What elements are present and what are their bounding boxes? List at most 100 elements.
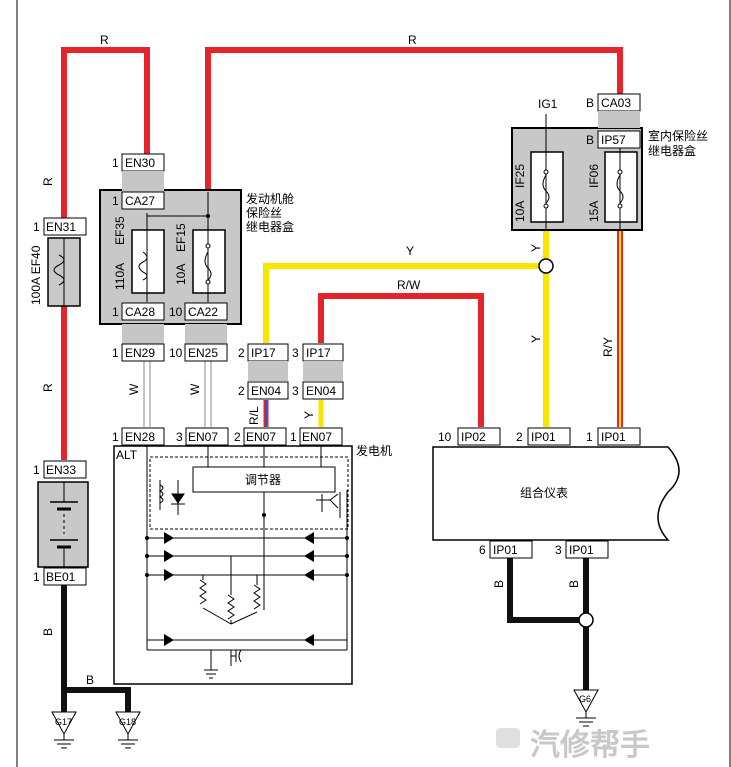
svg-text:EN30: EN30: [125, 156, 155, 170]
svg-text:1: 1: [290, 430, 297, 444]
fuse-if06: [604, 151, 638, 223]
if25-rating: 10A: [513, 201, 527, 222]
if06-rating: 15A: [587, 201, 601, 222]
instrument-cluster: [432, 446, 680, 541]
watermark: 汽修帮手: [496, 728, 650, 763]
wire-label-r-3: R: [41, 177, 55, 186]
ground-g17: G17: [51, 711, 77, 749]
connector-ip17-3: 3 IP17: [292, 343, 344, 381]
ef15-name: EF15: [174, 223, 188, 252]
connector-en04-3: 3 EN04: [292, 381, 344, 400]
connector-en30: 1 EN30: [112, 153, 165, 191]
fuse-ef15-symbol: [204, 251, 212, 281]
svg-text:EN33: EN33: [46, 463, 76, 477]
wire-r-top: [205, 47, 623, 192]
svg-text:1: 1: [33, 220, 40, 234]
ef15-rating: 10A: [174, 264, 188, 285]
svg-text:3: 3: [292, 346, 299, 360]
svg-text:1: 1: [33, 570, 40, 584]
svg-text:CA27: CA27: [125, 194, 155, 208]
wire-y-top: [263, 263, 546, 343]
white-wires: [143, 360, 212, 427]
wire-label-y-upper: Y: [529, 244, 543, 252]
svg-text:2: 2: [238, 384, 245, 398]
wire-label-y-vert: Y: [529, 335, 543, 343]
alternator-label: 发电机: [356, 443, 392, 458]
svg-text:B: B: [586, 96, 594, 110]
wire-label-w-1: W: [127, 383, 141, 395]
ground-g6: G6: [573, 689, 599, 727]
connector-en07-2: 2 EN07: [234, 427, 287, 446]
svg-text:EN28: EN28: [125, 430, 155, 444]
splice-b: [578, 612, 594, 628]
wire-label-y-small: Y: [302, 411, 316, 419]
svg-text:1: 1: [586, 430, 593, 444]
fuse-ef35-symbol: [138, 251, 148, 281]
connector-ip01-6: 6 IP01: [479, 540, 533, 559]
svg-text:1: 1: [112, 305, 119, 319]
connector-ca03: B CA03: [586, 93, 641, 128]
connector-ca22: 10 CA22: [169, 302, 228, 321]
engine-box-label-1: 发动机舱: [246, 191, 294, 206]
svg-text:EN04: EN04: [251, 384, 281, 398]
svg-text:CA28: CA28: [125, 305, 155, 319]
svg-text:EN25: EN25: [188, 346, 218, 360]
wire-label-b-3: B: [492, 580, 506, 588]
regulator-label: 调节器: [245, 473, 281, 487]
connector-en07-3: 3 EN07: [176, 427, 229, 446]
ef35-name: EF35: [113, 216, 127, 245]
fuse-ef35: [131, 229, 165, 294]
ef35-rating: 110A: [113, 263, 127, 290]
ig1-label: IG1: [538, 97, 558, 111]
connector-ip01-2: 2 IP01: [516, 427, 571, 446]
svg-text:2: 2: [238, 346, 245, 360]
rectifier-diodes: [164, 532, 314, 646]
svg-text:10: 10: [169, 346, 183, 360]
cluster-label: 组合仪表: [520, 485, 568, 500]
ef40-label: 100A EF40: [29, 245, 43, 305]
ground-g18: G18: [115, 711, 141, 749]
connector-ip01-1: 1 IP01: [586, 427, 641, 446]
svg-text:B: B: [586, 133, 594, 147]
svg-text:IP01: IP01: [601, 430, 626, 444]
wire-r-left-loop: [61, 47, 150, 218]
wire-label-w-2: W: [188, 383, 202, 395]
connector-ip57: B IP57: [586, 130, 641, 149]
connector-en29: 1 EN29: [112, 324, 165, 362]
svg-text:3: 3: [555, 543, 562, 557]
svg-text:3: 3: [176, 430, 183, 444]
svg-text:BE01: BE01: [46, 570, 76, 584]
svg-text:2: 2: [516, 430, 523, 444]
wire-b-ip01-6: [507, 555, 586, 623]
engine-box-label-2: 保险丝: [246, 205, 282, 220]
if06-name: IF06: [587, 164, 601, 188]
svg-text:1: 1: [112, 346, 119, 360]
svg-text:IP57: IP57: [601, 133, 626, 147]
connector-ca28: 1 CA28: [112, 302, 165, 321]
svg-text:IP01: IP01: [493, 543, 518, 557]
svg-text:IP02: IP02: [461, 430, 486, 444]
connector-be01: 1 BE01: [33, 567, 87, 586]
svg-text:EN29: EN29: [125, 346, 155, 360]
svg-text:2: 2: [234, 430, 241, 444]
svg-text:6: 6: [479, 543, 486, 557]
svg-text:EN07: EN07: [302, 430, 332, 444]
svg-text:IP17: IP17: [306, 346, 331, 360]
alt-code: ALT: [116, 448, 138, 462]
svg-text:IP01: IP01: [569, 543, 594, 557]
regulator-box: [192, 466, 336, 493]
svg-text:1: 1: [33, 463, 40, 477]
wire-label-r-1: R: [100, 33, 109, 47]
connector-ip17-2: 2 IP17: [238, 343, 289, 381]
wire-b-ground: [61, 583, 131, 712]
wire-rw: [318, 293, 484, 427]
interior-box-label-1: 室内保险丝: [648, 128, 708, 143]
svg-text:1: 1: [112, 194, 119, 208]
svg-text:10: 10: [438, 430, 452, 444]
svg-text:CA03: CA03: [601, 96, 631, 110]
wire-label-b-2: B: [86, 673, 94, 687]
connector-en25: 10 EN25: [169, 324, 228, 362]
svg-text:1: 1: [112, 156, 119, 170]
